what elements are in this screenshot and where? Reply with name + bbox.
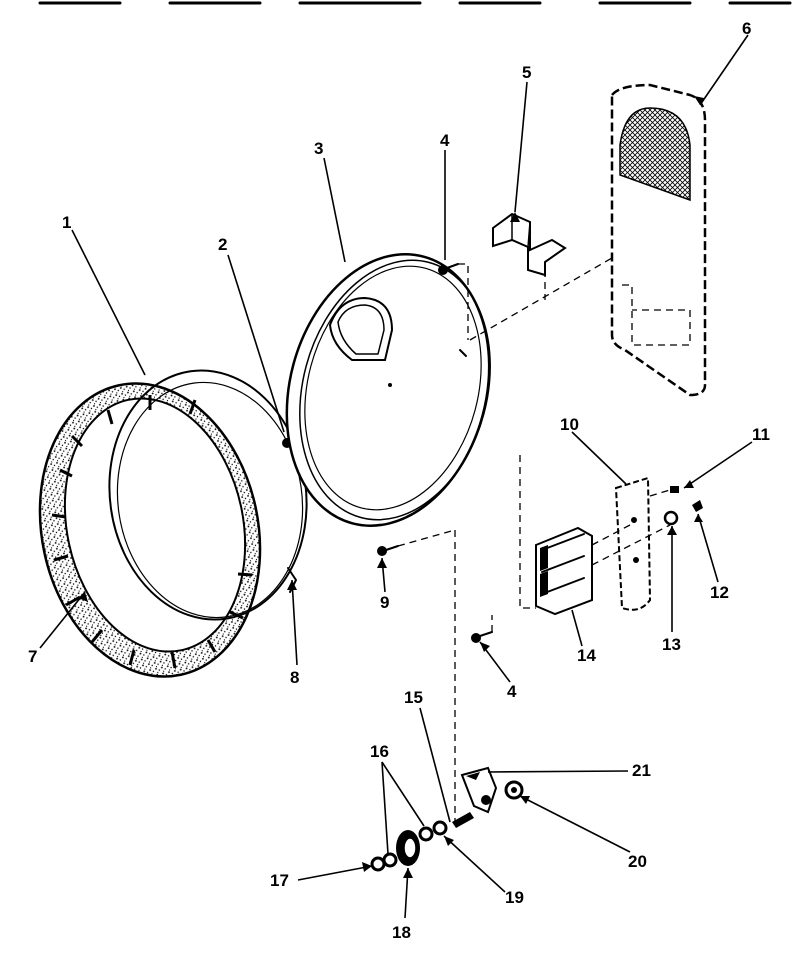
bracket-part <box>492 212 567 277</box>
callout-3: 3 <box>314 139 323 158</box>
callout-17: 17 <box>270 871 289 890</box>
callout-4-upper: 4 <box>440 131 450 150</box>
callout-4-lower: 4 <box>507 682 517 701</box>
washer-part-16-right <box>418 826 434 842</box>
callout-21: 21 <box>632 761 651 780</box>
callout-12: 12 <box>710 583 729 602</box>
callout-15: 15 <box>404 688 423 707</box>
nut-part-17 <box>370 856 386 872</box>
callout-19: 19 <box>505 888 524 907</box>
callout-13: 13 <box>662 635 681 654</box>
washer-part-19 <box>432 820 448 836</box>
callout-labels: 1 2 3 4 4 5 6 7 8 9 10 11 12 13 14 15 16… <box>28 19 770 942</box>
callout-8: 8 <box>290 668 299 687</box>
callout-9: 9 <box>380 593 389 612</box>
washer-part-16-left <box>382 852 398 868</box>
screw-part-4-upper <box>438 263 459 275</box>
washer-part-20 <box>504 780 524 800</box>
callout-18: 18 <box>392 923 411 942</box>
callout-2: 2 <box>218 235 227 254</box>
screw-part-11 <box>649 486 679 497</box>
door-seal-ring-part <box>38 382 262 678</box>
catch-bracket-part <box>460 766 498 814</box>
screw-part-4-lower <box>471 631 493 643</box>
callout-6: 6 <box>742 19 751 38</box>
roller-part-18 <box>396 830 420 866</box>
hinge-part <box>535 526 593 616</box>
leader-lines <box>39 34 753 919</box>
callout-14: 14 <box>577 646 596 665</box>
callout-5: 5 <box>522 63 531 82</box>
screw-part-12 <box>692 500 703 512</box>
washer-part-13 <box>663 510 679 526</box>
panel-cover-part <box>610 83 707 397</box>
door-panel-part <box>285 253 491 527</box>
callout-11: 11 <box>752 425 770 444</box>
callout-10: 10 <box>560 415 579 434</box>
pin-part-15 <box>452 812 474 828</box>
callout-1: 1 <box>62 213 71 232</box>
callout-16: 16 <box>370 742 389 761</box>
screw-part-9 <box>377 545 399 556</box>
callout-20: 20 <box>628 852 647 871</box>
callout-7: 7 <box>28 647 37 666</box>
hinge-plate-part <box>614 476 652 611</box>
leader-arrowheads <box>78 96 704 878</box>
